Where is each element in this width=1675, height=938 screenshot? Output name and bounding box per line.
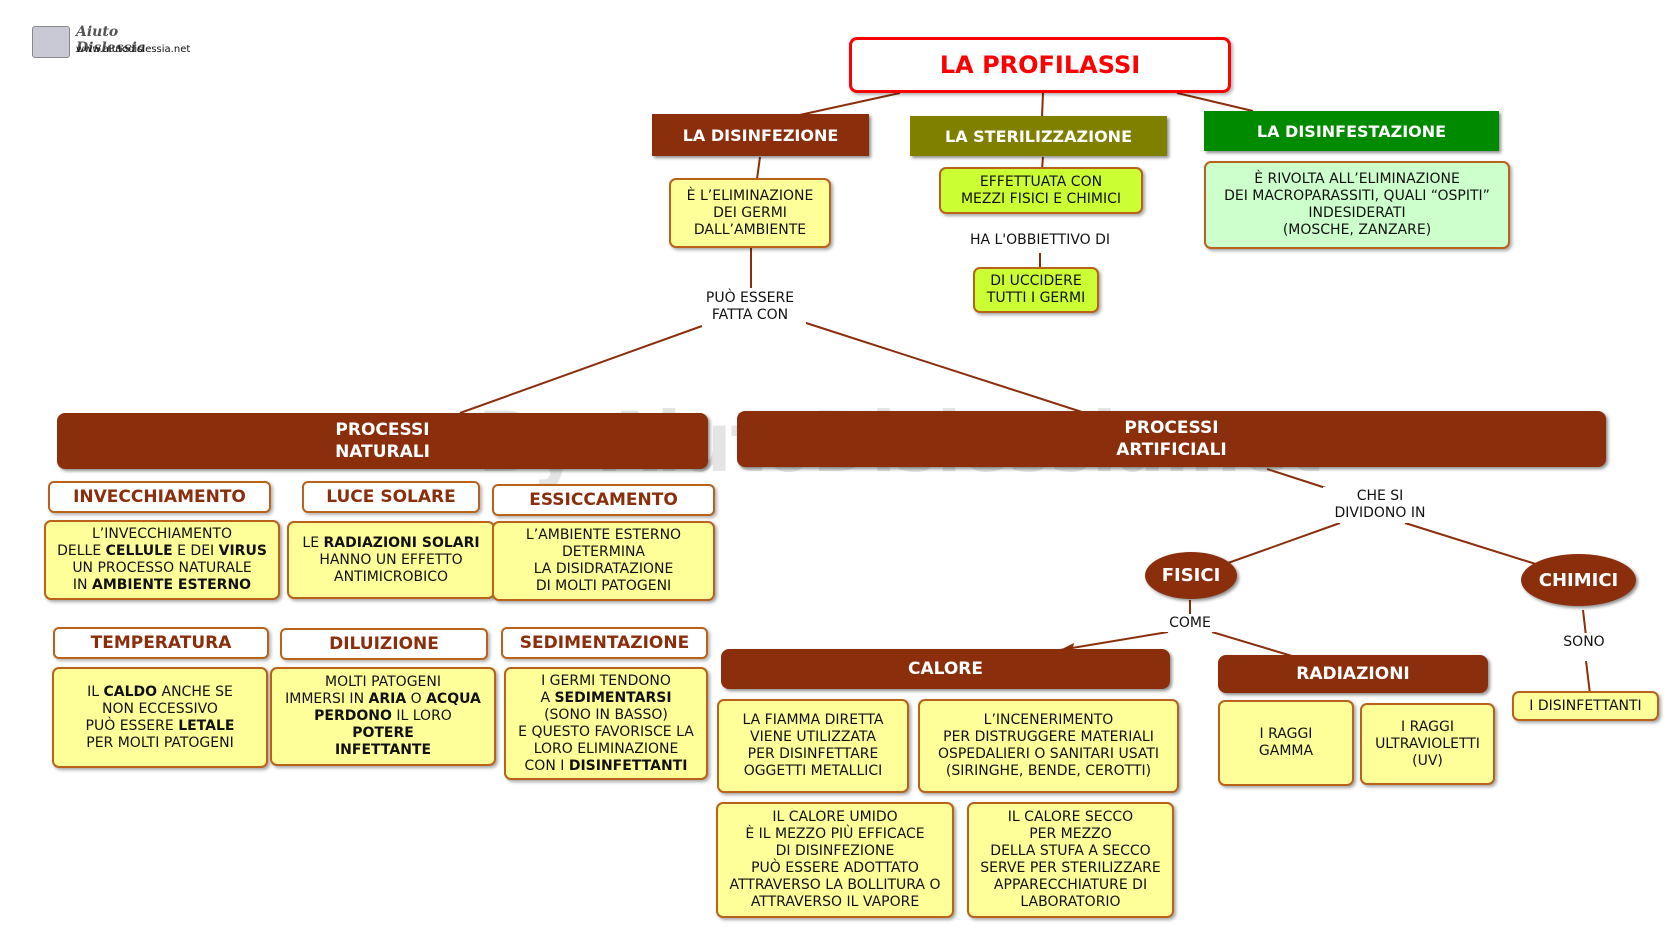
logo-name: Aiuto Dislessia [76, 24, 146, 56]
fiamma-diretta-text: LA FIAMMA DIRETTA VIENE UTILIZZATA PER D… [717, 699, 909, 793]
raggi-uv-text: I RAGGI ULTRAVIOLETTI (UV) [1360, 703, 1495, 785]
processi-artificiali-bar: PROCESSI ARTIFICIALI [737, 411, 1606, 467]
diagram-title: LA PROFILASSI [849, 37, 1231, 93]
sterilizzazione-definition: EFFETTUATA CON MEZZI FISICI E CHIMICI [939, 167, 1143, 214]
sono-label: SONO [1556, 633, 1612, 651]
disinfezione-definition: È L’ELIMINAZIONE DEI GERMI DALL’AMBIENTE [669, 178, 831, 248]
come-label: COME [1162, 614, 1218, 632]
puo-essere-label: PUÒ ESSERE FATTA CON [694, 289, 806, 325]
category-disinfezione: LA DISINFEZIONE [652, 114, 869, 156]
invecchiamento-header: INVECCHIAMENTO [48, 481, 271, 513]
chimici-node: CHIMICI [1521, 554, 1636, 606]
logo-url: www.aiutodislessia.net [76, 44, 191, 55]
essiccamento-text: L’AMBIENTE ESTERNO DETERMINA LA DISIDRAT… [492, 521, 715, 601]
sedimentazione-header: SEDIMENTAZIONE [501, 627, 708, 659]
processi-naturali-bar: PROCESSI NATURALI [57, 413, 708, 469]
raggi-gamma-text: I RAGGI GAMMA [1218, 700, 1354, 786]
disinfettanti-node: I DISINFETTANTI [1512, 691, 1659, 721]
calore-header: CALORE [721, 649, 1170, 689]
calore-umido-text: IL CALORE UMIDO È IL MEZZO PIÙ EFFICACE … [716, 802, 954, 918]
disinfestazione-definition: È RIVOLTA ALL’ELIMINAZIONE DEI MACROPARA… [1204, 161, 1510, 249]
luce-solare-text: LE RADIAZIONI SOLARI HANNO UN EFFETTO AN… [287, 521, 495, 599]
category-disinfestazione: LA DISINFESTAZIONE [1204, 111, 1499, 151]
logo: Aiuto Dislessia www.aiutodislessia.net [32, 24, 192, 60]
sedimentazione-text: I GERMI TENDONO A SEDIMENTARSI (SONO IN … [504, 667, 708, 780]
diagram-title-text: LA PROFILASSI [939, 50, 1141, 79]
category-sterilizzazione: LA STERILIZZAZIONE [910, 116, 1167, 156]
temperatura-header: TEMPERATURA [53, 627, 269, 659]
essiccamento-header: ESSICCAMENTO [492, 484, 715, 516]
calore-secco-text: IL CALORE SECCO PER MEZZO DELLA STUFA A … [967, 802, 1174, 918]
incenerimento-text: L’INCENERIMENTO PER DISTRUGGERE MATERIAL… [918, 699, 1179, 793]
che-si-dividono-label: CHE SI DIVIDONO IN [1323, 487, 1437, 523]
ha-obiettivo-label: HA L'OBBIETTIVO DI [955, 230, 1125, 250]
diluizione-header: DILUIZIONE [280, 628, 488, 660]
invecchiamento-text: L’INVECCHIAMENTO DELLE CELLULE E DEI VIR… [44, 520, 280, 600]
temperatura-text: IL CALDO ANCHE SE NON ECCESSIVO PUÒ ESSE… [52, 667, 268, 768]
book-icon [32, 26, 70, 58]
fisici-node: FISICI [1145, 552, 1237, 599]
uccidere-germi: DI UCCIDERE TUTTI I GERMI [973, 267, 1099, 313]
radiazioni-header: RADIAZIONI [1218, 655, 1488, 693]
diluizione-text: MOLTI PATOGENI IMMERSI IN ARIA O ACQUA P… [270, 667, 496, 766]
luce-solare-header: LUCE SOLARE [302, 481, 480, 513]
